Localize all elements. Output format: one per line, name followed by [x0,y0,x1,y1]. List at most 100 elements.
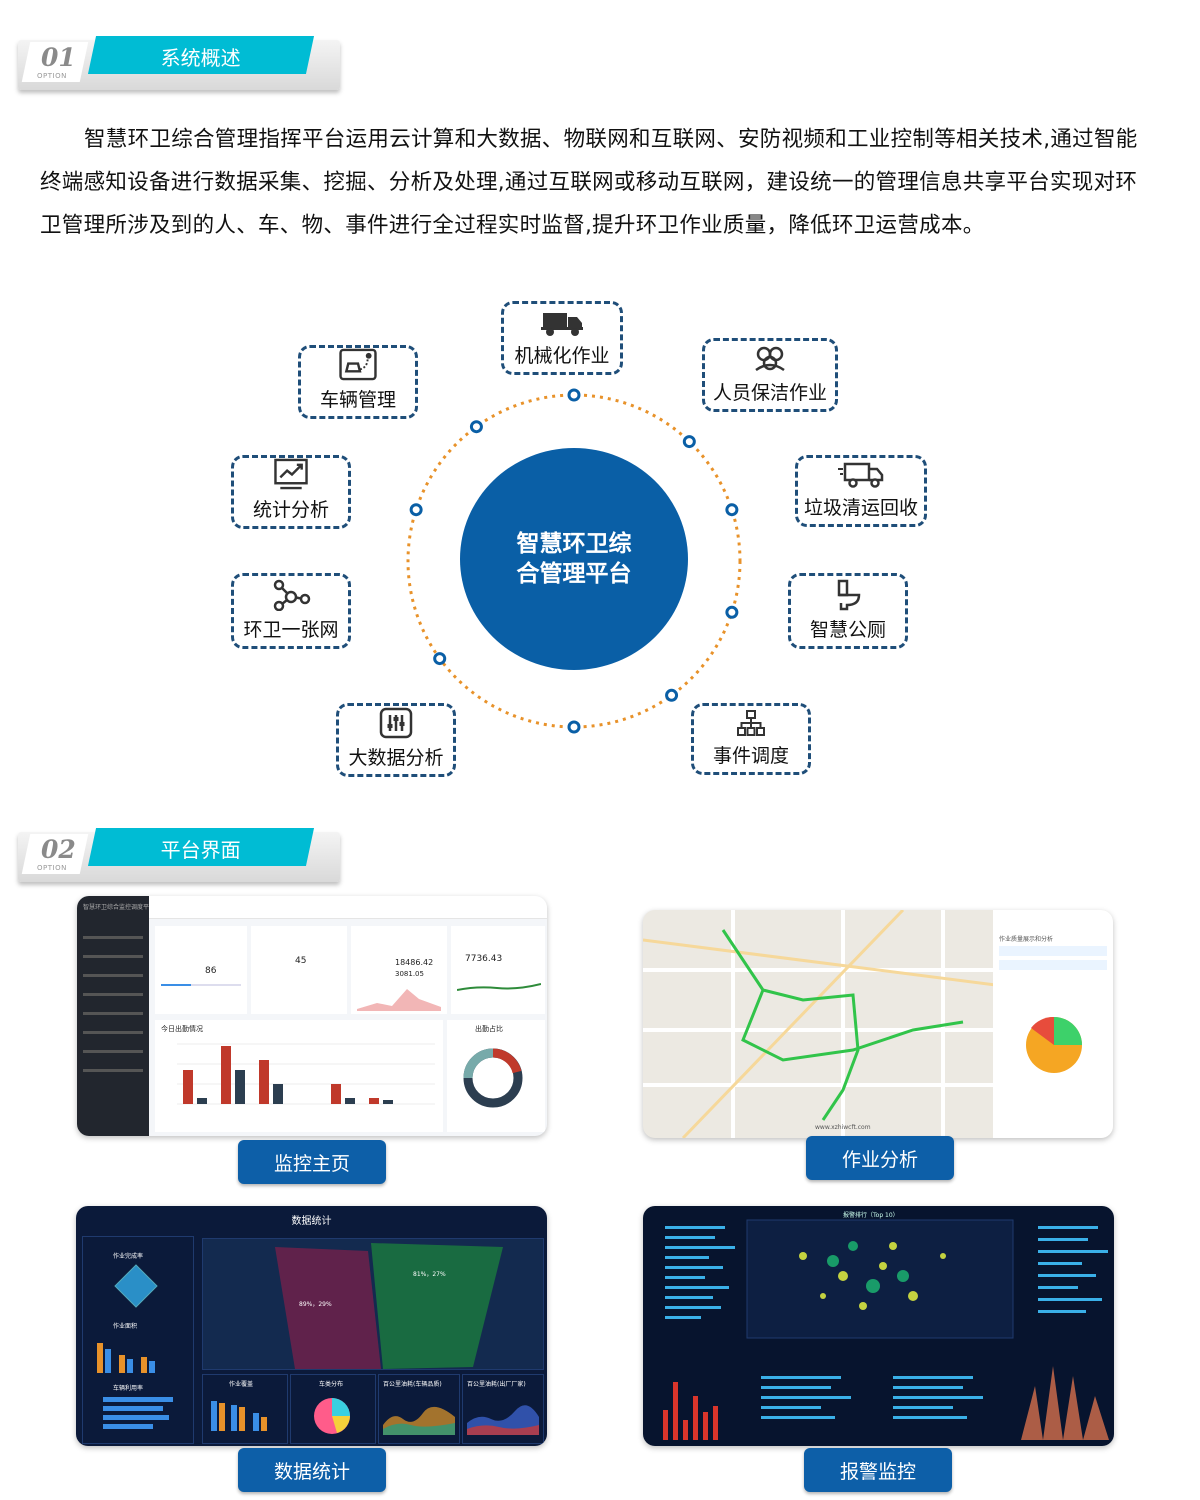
donut-title: 出勤占比 [475,1025,503,1033]
stat-card: 45 [251,926,347,1014]
coverage-bars [211,1401,267,1431]
section-number: 02 OPTION [21,834,89,874]
toilet-icon [837,579,861,611]
stat-card: 7736.43 [451,926,545,1014]
donut-svg [463,1048,523,1108]
hub-line-2: 合管理平台 [516,561,632,587]
intro-paragraph: 智慧环卫综合管理指挥平台运用云计算和大数据、物联网和互联网、安防视频和工业控制等… [40,127,1138,238]
screenshot-monitor-home: 智慧环卫综合监控调度平台 86 45 18486.42 3081.05 7736.… [77,896,547,1136]
node-label: 垃圾清运回收 [803,497,918,519]
screenshot-work-analysis: 作业质量展示和分析 www.xzhiwcft.com [643,910,1113,1138]
vehicle-type-panel: 车类分布 [290,1374,376,1444]
caption-alarm-monitor: 报警监控 [804,1448,952,1492]
orbit-dot [567,388,581,402]
node-label: 车辆管理 [319,389,396,411]
stat-value: 7736.43 [465,954,503,964]
analysis-panel: 作业质量展示和分析 [993,910,1113,1138]
node-cleaning-staff[interactable]: 人员保洁作业 [702,338,838,412]
app-sidebar: 智慧环卫综合监控调度平台 [77,896,155,1136]
node-garbage-collection[interactable]: 垃圾清运回收 [795,455,927,527]
org-chart-icon [737,710,765,736]
hub-line-1: 智慧环卫综 [516,531,632,557]
quality-pie [1026,1016,1082,1073]
delivery-truck-icon [838,462,884,488]
area-bars [97,1343,155,1373]
panel-label: 百公里油耗(车辆品质) [383,1381,442,1388]
fuel-quality-panel: 百公里油耗(车辆品质) [378,1374,460,1444]
orbit-dot [567,720,581,734]
panel-label: 作业覆盖 [229,1381,254,1388]
utilization-bars [103,1397,173,1429]
app-topbar [149,896,547,919]
fuel-area [383,1406,455,1435]
stat-card: 18486.42 3081.05 [351,926,447,1014]
orbit-dot [665,688,679,702]
orbit-dot [682,435,696,449]
stat-value: 18486.42 [395,958,434,967]
node-event-dispatch[interactable]: 事件调度 [691,703,811,775]
section-header-01: 01 OPTION 系统概述 [18,34,348,92]
orbit-dot [433,652,447,666]
node-sanitation-network[interactable]: 环卫一张网 [231,573,351,649]
node-label: 大数据分析 [348,747,444,769]
screenshot-alarm-monitor: 报警排行（Top 10） [643,1206,1114,1446]
attendance-chart: 今日出勤情况 [155,1020,443,1132]
stat-value: 86 [205,966,217,976]
caption-monitor-home: 监控主页 [238,1140,386,1184]
panel-title: 作业质量展示和分析 [999,936,1054,943]
vehicle-pie [314,1398,350,1434]
coverage-panel: 作业覆盖 [202,1374,288,1444]
panel-label: 车类分布 [319,1381,344,1388]
chart-title: 今日出勤情况 [161,1025,203,1033]
district-tag: 81%，27% [413,1271,446,1278]
caption-work-analysis: 作业分析 [806,1136,954,1180]
panel-label: 车辆利用率 [113,1385,144,1392]
node-smart-toilet[interactable]: 智慧公厕 [788,573,908,649]
dashboard-title: 数据统计 [291,1216,332,1227]
panel-label: 作业面积 [113,1323,138,1330]
trend-chart-icon [274,458,308,490]
panel-label: 百公里油耗(出厂厂家) [467,1381,526,1388]
node-statistics[interactable]: 统计分析 [231,455,351,529]
bar-chart-svg [177,1043,435,1105]
node-label: 机械化作业 [514,345,610,367]
district-map-svg [275,1243,503,1369]
screenshot-data-stats: 数据统计 作业完成率 作业面积 车辆利用率 89%，29% 81%，27% 作业… [76,1206,547,1446]
node-mechanized[interactable]: 机械化作业 [501,301,623,375]
left-panels: 作业完成率 作业面积 车辆利用率 [82,1236,194,1444]
network-icon [273,579,311,611]
people-icon [755,346,785,372]
sliders-icon [379,707,413,739]
stat-value: 3081.05 [395,970,424,978]
orbit-dot [469,420,483,434]
node-vehicle-management[interactable]: 车辆管理 [298,345,418,419]
district-tag: 89%，29% [299,1301,332,1308]
stat-card: 86 [155,926,247,1014]
dump-truck-icon [541,313,583,336]
orbit-dot [409,503,423,517]
node-label: 统计分析 [252,499,329,521]
caption-data-stats: 数据统计 [238,1448,386,1492]
area-sparkline [357,989,441,1011]
app-title: 智慧环卫综合监控调度平台 [83,904,156,911]
node-big-data[interactable]: 大数据分析 [336,703,456,777]
panel-label: 作业完成率 [113,1253,144,1260]
fuel-vendor-panel: 百公里油耗(出厂厂家) [462,1374,544,1444]
node-label: 人员保洁作业 [712,382,827,404]
section-header-02: 02 OPTION 平台界面 [18,826,348,884]
car-route-icon [339,348,377,381]
district-map: 89%，29% 81%，27% [202,1238,544,1370]
attendance-donut: 出勤占比 [447,1020,545,1132]
section-option-text: OPTION [37,864,67,872]
alarm-dashboard-svg [663,1219,1109,1440]
orbit-dot [725,605,739,619]
platform-hub: 智慧环卫综合管理平台 [460,448,688,670]
node-label: 智慧公厕 [809,619,886,641]
map-watermark: www.xzhiwcft.com [815,1124,871,1131]
node-label: 事件调度 [712,745,789,767]
section-title-bar: 平台界面 [87,828,315,866]
stat-value: 45 [295,956,307,966]
section-title: 平台界面 [160,838,241,862]
vendor-area [467,1405,539,1435]
orbit-dot [725,503,739,517]
